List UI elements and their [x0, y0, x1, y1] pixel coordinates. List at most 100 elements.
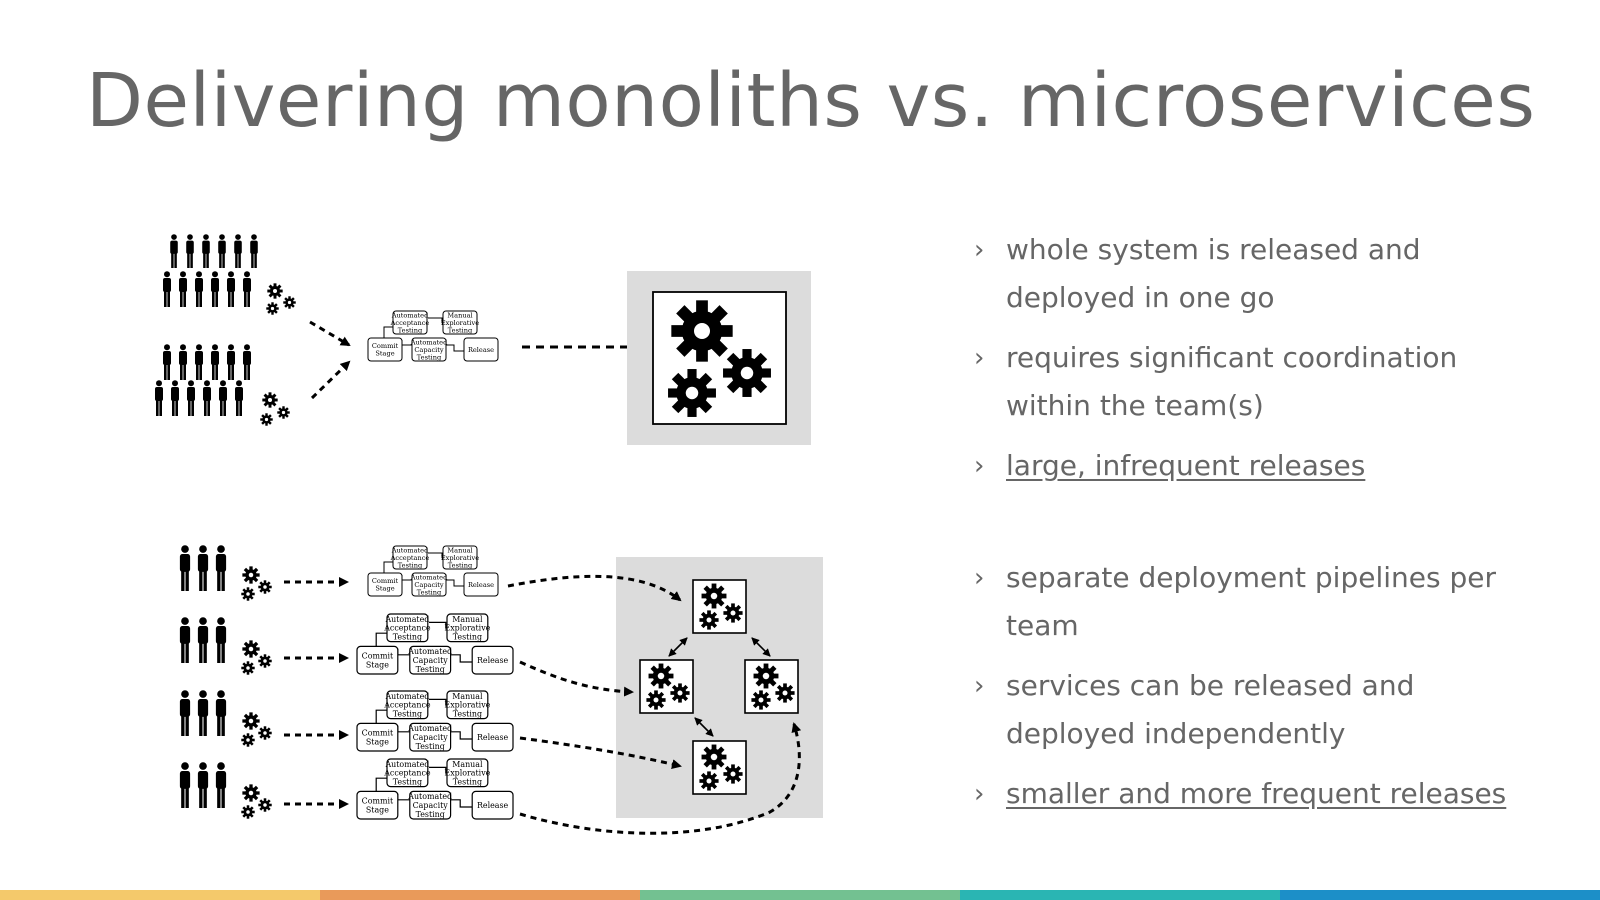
- double-arrow-icon: [751, 637, 771, 657]
- person-icon: [215, 617, 227, 663]
- bullet-text: whole system is released and deployed in…: [1006, 233, 1421, 314]
- person-icon: [155, 380, 163, 416]
- svg-text:Acceptance: Acceptance: [383, 624, 431, 633]
- person-icon: [197, 617, 209, 663]
- person-icon: [163, 271, 171, 307]
- stripe-segment: [1280, 890, 1600, 900]
- bullet-text: large, infrequent releases: [1006, 449, 1366, 482]
- svg-text:Testing: Testing: [416, 742, 445, 751]
- person-icon: [227, 271, 235, 307]
- svg-text:Manual: Manual: [452, 692, 483, 701]
- team-icon: [155, 380, 243, 416]
- dashed-arrow-icon: [519, 736, 682, 769]
- person-icon: [215, 762, 227, 808]
- bullet-text: separate deployment pipelines per team: [1006, 561, 1496, 642]
- gear-icon: [241, 640, 272, 675]
- svg-text:Release: Release: [477, 801, 509, 810]
- svg-text:Acceptance: Acceptance: [383, 701, 431, 710]
- bullet-item: › large, infrequent releases: [974, 442, 1534, 490]
- stripe-segment: [0, 890, 320, 900]
- svg-text:Commit: Commit: [362, 797, 394, 806]
- svg-text:Acceptance: Acceptance: [383, 769, 431, 778]
- deployment-pipeline: AutomatedAcceptanceTestingManualExplorat…: [356, 690, 514, 752]
- person-icon: [171, 380, 179, 416]
- chevron-right-icon: ›: [974, 235, 985, 265]
- svg-text:Testing: Testing: [448, 326, 473, 334]
- dashed-arrow-icon: [507, 574, 682, 602]
- svg-text:Testing: Testing: [453, 778, 482, 787]
- service-box: [692, 740, 747, 795]
- dashed-arrow-icon: [309, 320, 351, 347]
- chevron-right-icon: ›: [974, 451, 985, 481]
- person-icon: [211, 271, 219, 307]
- bullet-item: › whole system is released and deployed i…: [974, 226, 1534, 322]
- svg-text:Capacity: Capacity: [413, 801, 449, 810]
- service-box: [639, 659, 694, 714]
- svg-text:Automated: Automated: [407, 724, 452, 733]
- svg-text:Manual: Manual: [452, 615, 483, 624]
- person-icon: [215, 690, 227, 736]
- person-icon: [197, 545, 209, 591]
- person-icon: [218, 234, 226, 268]
- svg-text:Release: Release: [468, 346, 494, 354]
- svg-text:Manual: Manual: [452, 760, 483, 769]
- svg-text:Commit: Commit: [362, 652, 394, 661]
- svg-text:Automated: Automated: [384, 760, 429, 769]
- bullet-item: ›requires significant coordination withi…: [974, 334, 1534, 430]
- delivery-diagram: AutomatedAcceptanceTestingManualExplorat…: [155, 234, 823, 835]
- svg-text:Manual: Manual: [447, 547, 472, 555]
- chevron-right-icon: ›: [974, 563, 985, 593]
- chevron-right-icon: ›: [974, 779, 985, 809]
- svg-text:Testing: Testing: [448, 561, 473, 569]
- svg-text:Stage: Stage: [366, 806, 389, 815]
- person-icon: [219, 380, 227, 416]
- svg-text:Stage: Stage: [366, 661, 389, 670]
- person-icon: [197, 690, 209, 736]
- dashed-arrow-icon: [519, 722, 802, 835]
- team-icon: [163, 271, 251, 307]
- svg-text:Commit: Commit: [362, 729, 394, 738]
- svg-text:Acceptance: Acceptance: [390, 319, 430, 327]
- svg-text:Capacity: Capacity: [414, 581, 444, 589]
- svg-text:Automated: Automated: [410, 339, 448, 347]
- person-icon: [179, 545, 191, 591]
- svg-text:Explorative: Explorative: [441, 319, 479, 327]
- svg-text:Explorative: Explorative: [444, 624, 490, 633]
- dashed-arrow-icon: [519, 660, 634, 697]
- person-icon: [179, 690, 191, 736]
- person-icon: [235, 380, 243, 416]
- chevron-right-icon: ›: [974, 671, 985, 701]
- gear-icon: [241, 566, 272, 601]
- person-icon: [179, 762, 191, 808]
- service-box: [744, 659, 799, 714]
- person-icon: [179, 271, 187, 307]
- bullet-item: › services can be released and deployed i…: [974, 662, 1534, 758]
- deployment-pipeline: AutomatedAcceptanceTestingManualExplorat…: [367, 310, 499, 362]
- team-icon: [179, 762, 227, 808]
- svg-text:Testing: Testing: [416, 665, 445, 674]
- svg-text:Stage: Stage: [375, 585, 394, 593]
- svg-text:Testing: Testing: [416, 810, 445, 819]
- svg-text:Automated: Automated: [384, 615, 429, 624]
- svg-text:Acceptance: Acceptance: [390, 554, 430, 562]
- person-icon: [195, 271, 203, 307]
- team-icon: [163, 344, 251, 380]
- double-arrow-icon: [694, 717, 714, 737]
- svg-text:Explorative: Explorative: [444, 769, 490, 778]
- bullet-item: ›smaller and more frequent releases: [974, 770, 1534, 818]
- gear-icon: [266, 283, 296, 315]
- team-icon: [179, 690, 227, 736]
- slide-title: Delivering monoliths vs. microservices: [86, 58, 1536, 144]
- person-icon: [195, 344, 203, 380]
- svg-text:Release: Release: [477, 733, 509, 742]
- bullet-text: services can be released and deployed in…: [1006, 669, 1415, 750]
- person-icon: [250, 234, 258, 268]
- person-icon: [187, 380, 195, 416]
- person-icon: [234, 234, 242, 268]
- person-icon: [215, 545, 227, 591]
- stripe-segment: [320, 890, 640, 900]
- svg-text:Release: Release: [468, 581, 494, 589]
- gear-icon: [241, 784, 272, 819]
